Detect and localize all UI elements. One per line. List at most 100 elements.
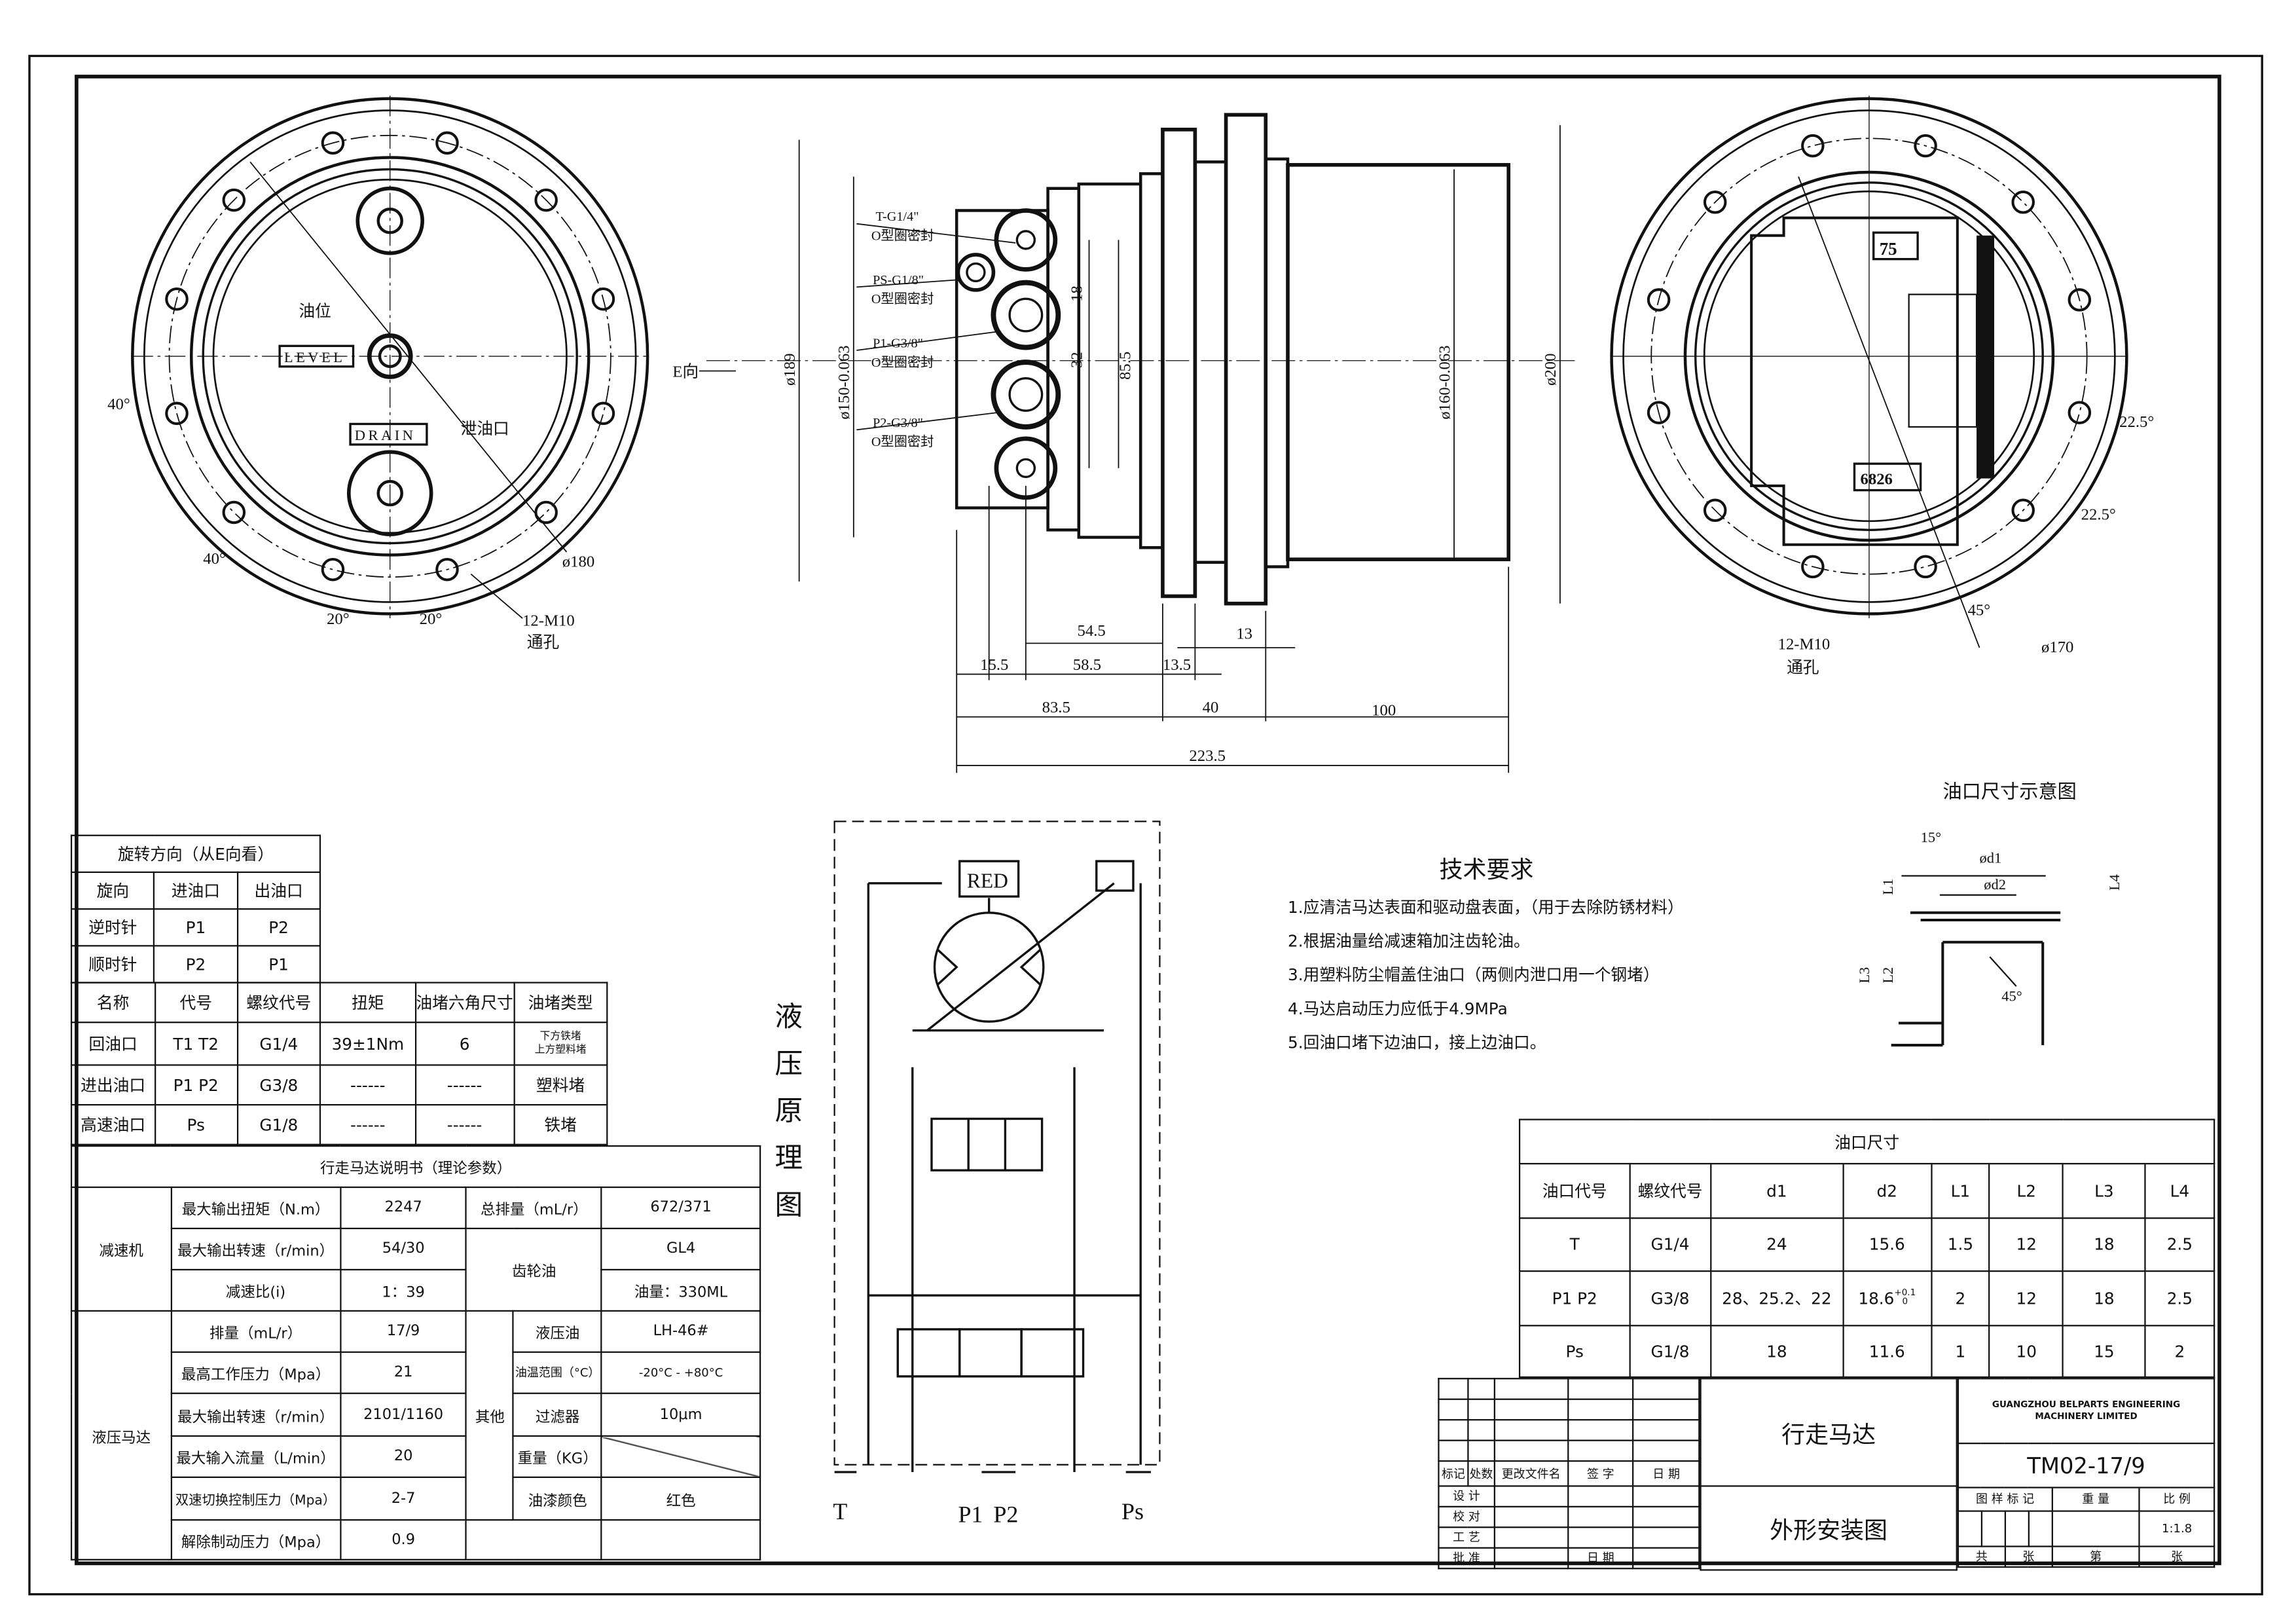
- angle-20-left: 20°: [327, 610, 350, 628]
- role-label: 工 艺: [1438, 1526, 1495, 1549]
- cell: 18: [1709, 1325, 1844, 1378]
- port-p1-seal: O型圈密封: [871, 355, 934, 370]
- cell: 液压油: [513, 1310, 603, 1353]
- dim-83-5: 83.5: [1042, 699, 1070, 716]
- cell: 油漆颜色: [513, 1476, 603, 1521]
- bolt-hole: [1914, 555, 1937, 579]
- plug-type-upper: 上方塑料堵: [534, 1043, 587, 1056]
- header-cell: 旋向: [70, 871, 155, 910]
- cell: 11.6: [1842, 1325, 1932, 1378]
- cell: 12: [1989, 1217, 2064, 1272]
- dim-85-5: 85.5: [1116, 352, 1134, 380]
- rev-header: 日 期: [1632, 1460, 1700, 1487]
- bolt-hole: [1801, 134, 1825, 158]
- cell: 塑料堵: [513, 1064, 608, 1106]
- bolt-hole: [2011, 498, 2035, 523]
- header-cell: L4: [2144, 1162, 2215, 1219]
- label-d2: ød2: [1984, 876, 2006, 893]
- cell: 下方铁堵上方塑料堵: [513, 1022, 608, 1066]
- dim-100: 100: [1372, 702, 1396, 720]
- cell: 12: [1989, 1270, 2064, 1327]
- cell: ------: [414, 1103, 515, 1145]
- cell: 红色: [600, 1476, 761, 1521]
- cell: 回油口: [70, 1022, 156, 1066]
- header-cell: 油口代号: [1518, 1162, 1631, 1219]
- angle-45-port: 45°: [2001, 988, 2022, 1005]
- header-cell: d2: [1842, 1162, 1932, 1219]
- tech-item: 3.用塑料防尘帽盖住油口（两侧内泄口用一个钢堵）: [1287, 965, 1660, 985]
- diameter-200: ø200: [1542, 354, 1559, 386]
- bolt-hole: [534, 500, 558, 525]
- cell: P1: [236, 945, 321, 984]
- header-cell: 进油口: [153, 871, 238, 910]
- rotation-title: 旋转方向（从E向看）: [70, 834, 321, 874]
- cell: P2: [236, 908, 321, 947]
- bolt-hole: [534, 188, 558, 212]
- cell: 2.5: [2144, 1217, 2215, 1272]
- bolt-hole: [1703, 498, 1727, 523]
- bolt-hole: [435, 557, 459, 581]
- cell: 进出油口: [70, 1064, 156, 1106]
- cell: 39±1Nm: [319, 1022, 416, 1066]
- diameter-150: ø150-0.063: [835, 345, 853, 419]
- header-cell: 螺纹代号: [236, 982, 321, 1024]
- header-cell: L3: [2062, 1162, 2146, 1219]
- cell: 20: [339, 1435, 467, 1478]
- header-cell: 油堵类型: [513, 982, 608, 1024]
- dim-18: 18: [1068, 286, 1085, 302]
- cell: ------: [319, 1064, 416, 1106]
- port-ps-label: PS-G1/8": [873, 273, 924, 287]
- tech-item: 1.应清洁马达表面和驱动盘表面，（用于去除防锈材料）: [1287, 898, 1684, 917]
- cell: 顺时针: [70, 945, 155, 984]
- mark-label: 图 样 标 记: [1957, 1486, 2053, 1512]
- bolt-hole: [1703, 190, 1727, 214]
- cell: G3/8: [236, 1064, 321, 1106]
- rev-header: 标记: [1438, 1460, 1469, 1487]
- scale-value: 1:1.8: [2138, 1510, 2215, 1547]
- cell: 18: [2062, 1270, 2146, 1327]
- cell: 2: [1930, 1270, 1991, 1327]
- cell: 齿轮油: [465, 1227, 603, 1312]
- inner-frame: [75, 75, 2221, 1566]
- cell: ------: [414, 1064, 515, 1106]
- rev-header: 签 字: [1567, 1460, 1635, 1487]
- role-label: 校 对: [1438, 1505, 1495, 1528]
- header-cell: 名称: [70, 982, 156, 1024]
- bolt-hole: [222, 188, 246, 212]
- header-cell: 扭矩: [319, 982, 416, 1024]
- bolt-hole: [591, 287, 615, 311]
- cell: 双速切换控制压力（Mpa）: [170, 1476, 341, 1521]
- reducer-label: 减速机: [70, 1186, 172, 1312]
- header-cell: 代号: [154, 982, 238, 1024]
- spec-title: 行走马达说明书（理论参数）: [70, 1145, 761, 1189]
- cell: 10: [1989, 1325, 2064, 1378]
- header-cell: 螺纹代号: [1629, 1162, 1711, 1219]
- level-label: LEVEL: [284, 349, 346, 365]
- angle-22-5-b: 22.5°: [2081, 506, 2116, 524]
- hydraulic-schematic: RED T P1 P2 Ps: [833, 821, 1161, 1527]
- label-l2: L2: [1880, 967, 1896, 984]
- through-hole-label: 通孔: [527, 634, 559, 652]
- drain-port-label: 泄油口: [461, 420, 509, 438]
- sheet-label: 第: [2051, 1545, 2141, 1568]
- bolt-hole: [1801, 555, 1825, 579]
- dim-15-5: 15.5: [980, 656, 1008, 674]
- cell: T1 T2: [154, 1022, 238, 1066]
- cell: 2101/1160: [339, 1392, 467, 1437]
- cell: P1 P2: [1518, 1270, 1631, 1327]
- cell: 15.6: [1842, 1217, 1932, 1272]
- tag-75: 75: [1880, 239, 1897, 259]
- cell: ------: [319, 1103, 416, 1145]
- port-p1-label: P1-G3/8": [873, 337, 923, 351]
- port-table-title: 油口尺寸: [1518, 1118, 2215, 1165]
- tech-requirements-list: 1.应清洁马达表面和驱动盘表面，（用于去除防锈材料） 2.根据油量给减速箱加注齿…: [1288, 891, 1684, 1060]
- diameter-189: ø189: [781, 354, 799, 386]
- side-view: E向 ø189 ø150-0.063 ø160-0.063 ø200 T-G1/…: [672, 113, 1575, 773]
